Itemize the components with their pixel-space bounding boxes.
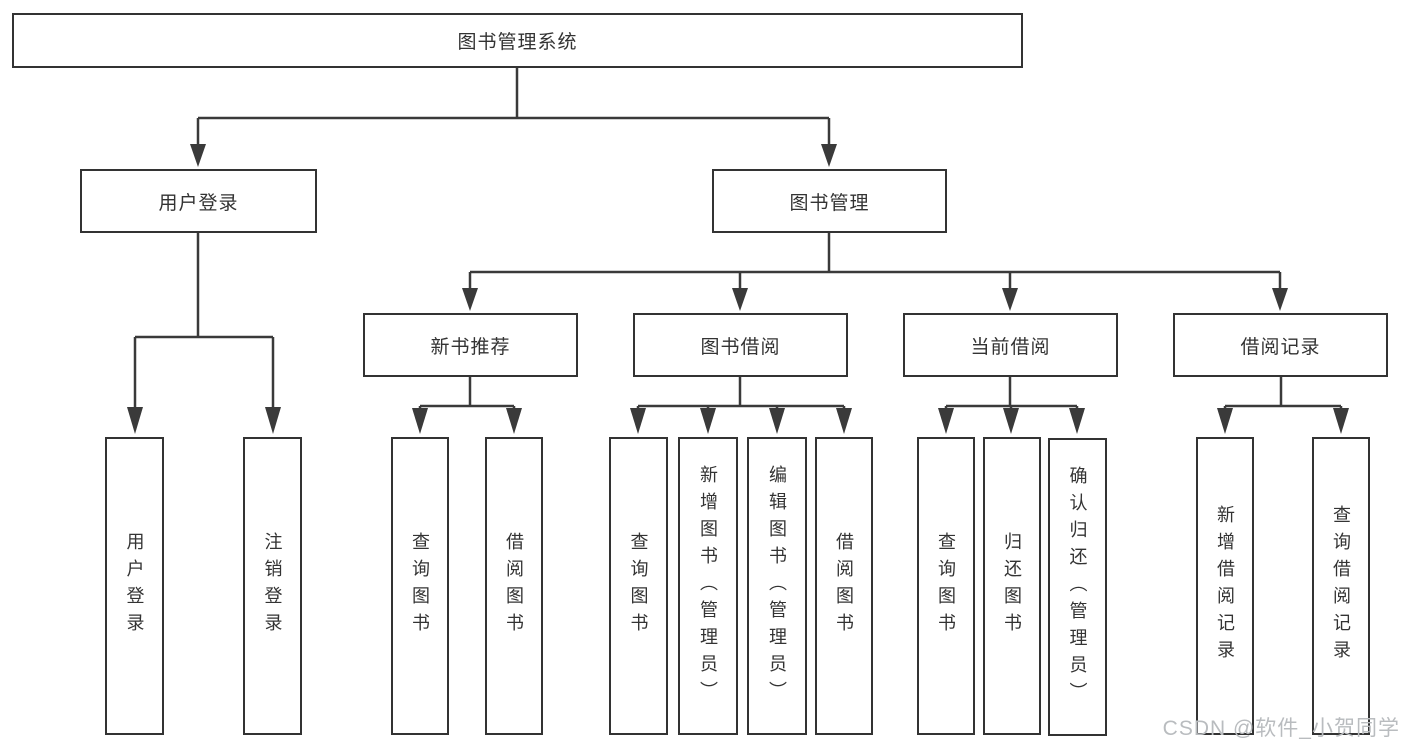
arrowhead [1272, 288, 1288, 311]
node-borrow-records: 借阅记录 [1173, 313, 1388, 377]
node-leaf-add-book-admin: 新增图书（管理员） [678, 437, 738, 735]
arrowhead [1217, 408, 1233, 434]
node-book-management: 图书管理 [712, 169, 947, 233]
arrowhead [821, 144, 837, 167]
node-leaf-borrow-book-borrow: 借阅图书 [815, 437, 873, 735]
leaf-label: 查询图书 [936, 532, 956, 640]
connector-borrow-to-leaves [636, 377, 846, 409]
node-leaf-edit-book-admin: 编辑图书（管理员） [747, 437, 807, 735]
leaf-label: 借阅图书 [834, 532, 854, 640]
leaf-label: 查询图书 [628, 532, 649, 640]
arrowhead [1333, 408, 1349, 434]
arrowhead [506, 408, 522, 434]
node-leaf-return-book: 归还图书 [983, 437, 1041, 735]
node-leaf-borrow-book-recommend: 借阅图书 [485, 437, 543, 735]
connector-userlogin-to-leaves [133, 233, 275, 410]
arrowhead [732, 288, 748, 311]
node-leaf-query-book-current: 查询图书 [917, 437, 975, 735]
leaf-label: 新增借阅记录 [1215, 505, 1235, 667]
node-new-book-recommend: 新书推荐 [363, 313, 578, 377]
node-book-borrow: 图书借阅 [633, 313, 848, 377]
leaf-label: 用户登录 [124, 532, 145, 640]
connector-current-to-leaves [944, 377, 1079, 409]
leaf-label: 查询图书 [410, 532, 430, 640]
arrowhead [1069, 408, 1085, 434]
connector-records-to-leaves [1223, 377, 1343, 409]
arrowhead [836, 408, 852, 434]
node-leaf-confirm-return-admin: 确认归还（管理员） [1048, 438, 1107, 736]
leaf-label: 编辑图书（管理员） [767, 464, 787, 708]
connector-recommend-to-leaves [418, 377, 516, 409]
arrowhead [127, 407, 143, 434]
arrowhead [700, 408, 716, 434]
node-leaf-user-login: 用户登录 [105, 437, 164, 735]
arrowhead [1002, 288, 1018, 311]
csdn-watermark: CSDN @软件_小贺同学 [1162, 717, 1400, 740]
leaf-label: 借阅图书 [504, 532, 524, 640]
node-leaf-query-borrow-record: 查询借阅记录 [1312, 437, 1370, 735]
arrowhead [462, 288, 478, 311]
arrowhead [630, 408, 646, 434]
node-user-login: 用户登录 [80, 169, 317, 233]
leaf-label: 归还图书 [1002, 532, 1022, 640]
node-leaf-logout: 注销登录 [243, 437, 302, 735]
connector-root-to-level2 [196, 68, 831, 147]
arrowhead [265, 407, 281, 434]
node-current-borrow: 当前借阅 [903, 313, 1118, 377]
leaf-label: 注销登录 [262, 532, 283, 640]
arrowhead [938, 408, 954, 434]
arrowhead [1003, 408, 1019, 434]
leaf-label: 新增图书（管理员） [698, 464, 718, 708]
node-leaf-query-book-borrow: 查询图书 [609, 437, 668, 735]
arrowhead [412, 408, 428, 434]
node-leaf-query-book-recommend: 查询图书 [391, 437, 449, 735]
arrowhead [190, 144, 206, 167]
arrowhead [769, 408, 785, 434]
leaf-label: 确认归还（管理员） [1067, 465, 1088, 709]
connector-bookmgmt-to-level3 [468, 233, 1282, 290]
node-root-library-system: 图书管理系统 [12, 13, 1023, 68]
leaf-label: 查询借阅记录 [1331, 505, 1351, 667]
node-leaf-add-borrow-record: 新增借阅记录 [1196, 437, 1254, 735]
